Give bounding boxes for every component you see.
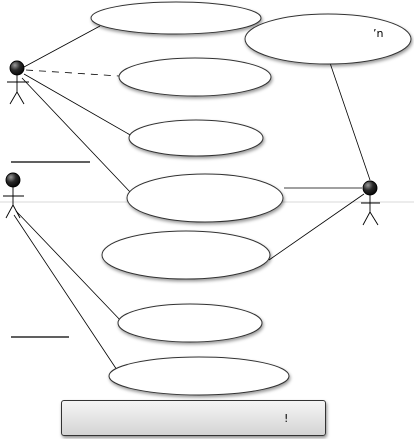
assoc-actor2-uc8	[13, 214, 118, 371]
assoc-actor2-uc7	[15, 210, 123, 323]
use-case-4	[128, 119, 264, 157]
use-case-1	[90, 1, 262, 35]
actor-mid-left	[3, 172, 24, 219]
actor-mid-left-head	[5, 172, 21, 188]
assoc-actor3-uc2	[329, 62, 371, 181]
use-cases	[90, 1, 412, 396]
use-case-5	[126, 173, 284, 223]
assoc-actor1-uc4	[23, 73, 133, 137]
caption-mark: !	[284, 412, 289, 425]
actor-right	[361, 180, 380, 226]
use-case-3	[118, 57, 272, 97]
use-case-6	[101, 230, 271, 280]
actor-right-head	[362, 180, 378, 196]
actor-top-left	[7, 60, 29, 105]
use-case-2	[244, 13, 412, 65]
associations	[13, 25, 371, 371]
assoc-actor3-uc6	[268, 193, 365, 261]
caption-box: !	[61, 400, 326, 436]
assoc-actor1-uc3	[25, 69, 120, 77]
use-case-2-mark: ʼn	[373, 27, 383, 40]
actor-top-left-head	[9, 60, 25, 76]
assoc-actor1-uc5	[21, 77, 132, 194]
assoc-actor1-uc1	[23, 25, 101, 68]
use-case-8	[108, 356, 290, 396]
use-case-7	[117, 303, 263, 343]
